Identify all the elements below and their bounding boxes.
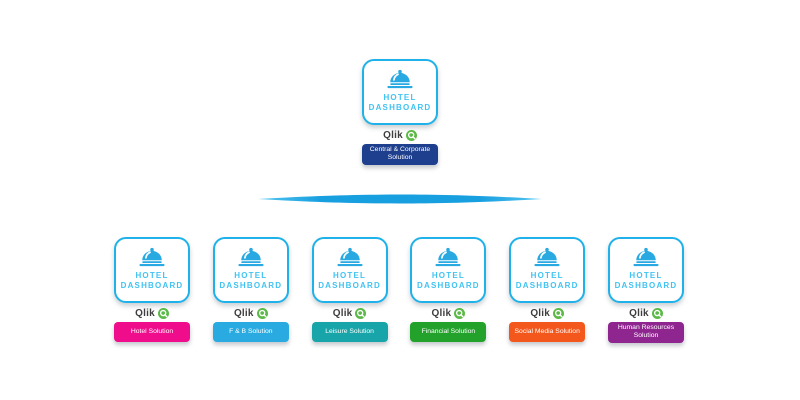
org-node-financial: HOTEL DASHBOARD Qlik Financial Solution	[410, 237, 487, 343]
qlik-wordmark: Qlik	[530, 307, 551, 319]
card-title: HOTEL DASHBOARD	[417, 271, 480, 291]
qlik-logo: Qlik	[432, 307, 466, 319]
qlik-q-icon	[651, 307, 663, 319]
card-title-line1: HOTEL	[530, 271, 564, 280]
solution-badge-hotel[interactable]: Hotel Solution	[114, 322, 190, 342]
solution-badge-central[interactable]: Central & Corporate Solution	[362, 144, 438, 165]
card-title-line2: DASHBOARD	[614, 281, 678, 290]
qlik-wordmark: Qlik	[332, 307, 353, 319]
cloche-icon	[387, 69, 413, 89]
card-title-line2: DASHBOARD	[120, 281, 184, 290]
qlik-logo: Qlik	[629, 307, 663, 319]
cloche-icon	[336, 247, 363, 267]
card-title-line2: DASHBOARD	[219, 281, 283, 290]
cloche-icon	[632, 247, 659, 267]
qlik-q-icon	[454, 307, 466, 319]
solution-badge-social-media[interactable]: Social Media Solution	[509, 322, 586, 342]
qlik-q-icon	[553, 307, 565, 319]
qlik-q-icon	[405, 129, 417, 141]
card-title: HOTEL DASHBOARD	[121, 271, 184, 291]
hotel-dashboard-card[interactable]: HOTEL DASHBOARD	[607, 237, 684, 303]
qlik-q-icon	[157, 307, 169, 319]
cloche-icon	[534, 247, 561, 267]
card-title-line2: DASHBOARD	[515, 281, 579, 290]
card-title: HOTEL DASHBOARD	[615, 271, 678, 291]
card-title-line1: HOTEL	[383, 93, 417, 102]
qlik-q-icon	[256, 307, 268, 319]
solution-badge-human-resources[interactable]: Human Resources Solution	[607, 322, 684, 343]
card-title: HOTEL DASHBOARD	[516, 271, 579, 291]
solution-badge-financial[interactable]: Financial Solution	[410, 322, 487, 342]
qlik-logo: Qlik	[383, 129, 417, 141]
card-title-line1: HOTEL	[629, 271, 663, 280]
org-node-fnb: HOTEL DASHBOARD Qlik F & B Solution	[212, 237, 289, 343]
org-node-leisure: HOTEL DASHBOARD Qlik Leisure Solution	[311, 237, 388, 343]
org-node-hotel: HOTEL DASHBOARD Qlik Hotel Solution	[114, 237, 190, 343]
qlik-logo: Qlik	[234, 307, 268, 319]
card-title-line1: HOTEL	[135, 271, 169, 280]
hotel-dashboard-card[interactable]: HOTEL DASHBOARD	[362, 59, 438, 125]
qlik-q-icon	[355, 307, 367, 319]
card-title: HOTEL DASHBOARD	[318, 271, 381, 291]
hotel-dashboard-card[interactable]: HOTEL DASHBOARD	[311, 237, 388, 303]
card-title-line1: HOTEL	[333, 271, 367, 280]
card-title-line2: DASHBOARD	[416, 281, 480, 290]
cloche-icon	[237, 247, 264, 267]
solution-badge-fnb[interactable]: F & B Solution	[212, 322, 289, 342]
card-title-line2: DASHBOARD	[368, 103, 432, 112]
qlik-wordmark: Qlik	[629, 307, 649, 319]
solutions-row: HOTEL DASHBOARD Qlik Hotel Solution HOTE…	[114, 237, 684, 343]
cloche-icon	[139, 247, 165, 267]
org-node-social-media: HOTEL DASHBOARD Qlik Social Media Soluti…	[509, 237, 586, 343]
cloche-icon	[435, 247, 462, 267]
hotel-dashboard-card[interactable]: HOTEL DASHBOARD	[509, 237, 586, 303]
card-title-line1: HOTEL	[234, 271, 268, 280]
card-title-line2: DASHBOARD	[318, 281, 381, 290]
card-title: HOTEL DASHBOARD	[219, 271, 282, 291]
org-node-central: HOTEL DASHBOARD Qlik Central & Corporate…	[362, 59, 438, 165]
connector-swoosh	[258, 194, 542, 204]
qlik-logo: Qlik	[135, 307, 169, 319]
hotel-dashboard-card[interactable]: HOTEL DASHBOARD	[212, 237, 289, 303]
card-title: HOTEL DASHBOARD	[369, 93, 432, 113]
hotel-dashboard-card[interactable]: HOTEL DASHBOARD	[410, 237, 487, 303]
qlik-wordmark: Qlik	[431, 307, 452, 319]
qlik-wordmark: Qlik	[135, 307, 155, 319]
hotel-dashboard-card[interactable]: HOTEL DASHBOARD	[114, 237, 190, 303]
qlik-logo: Qlik	[530, 307, 565, 319]
org-node-human-resources: HOTEL DASHBOARD Qlik Human Resources Sol…	[607, 237, 684, 343]
card-title-line1: HOTEL	[431, 271, 465, 280]
solution-badge-leisure[interactable]: Leisure Solution	[311, 322, 388, 342]
qlik-wordmark: Qlik	[383, 129, 403, 141]
qlik-wordmark: Qlik	[233, 307, 254, 319]
qlik-logo: Qlik	[333, 307, 367, 319]
